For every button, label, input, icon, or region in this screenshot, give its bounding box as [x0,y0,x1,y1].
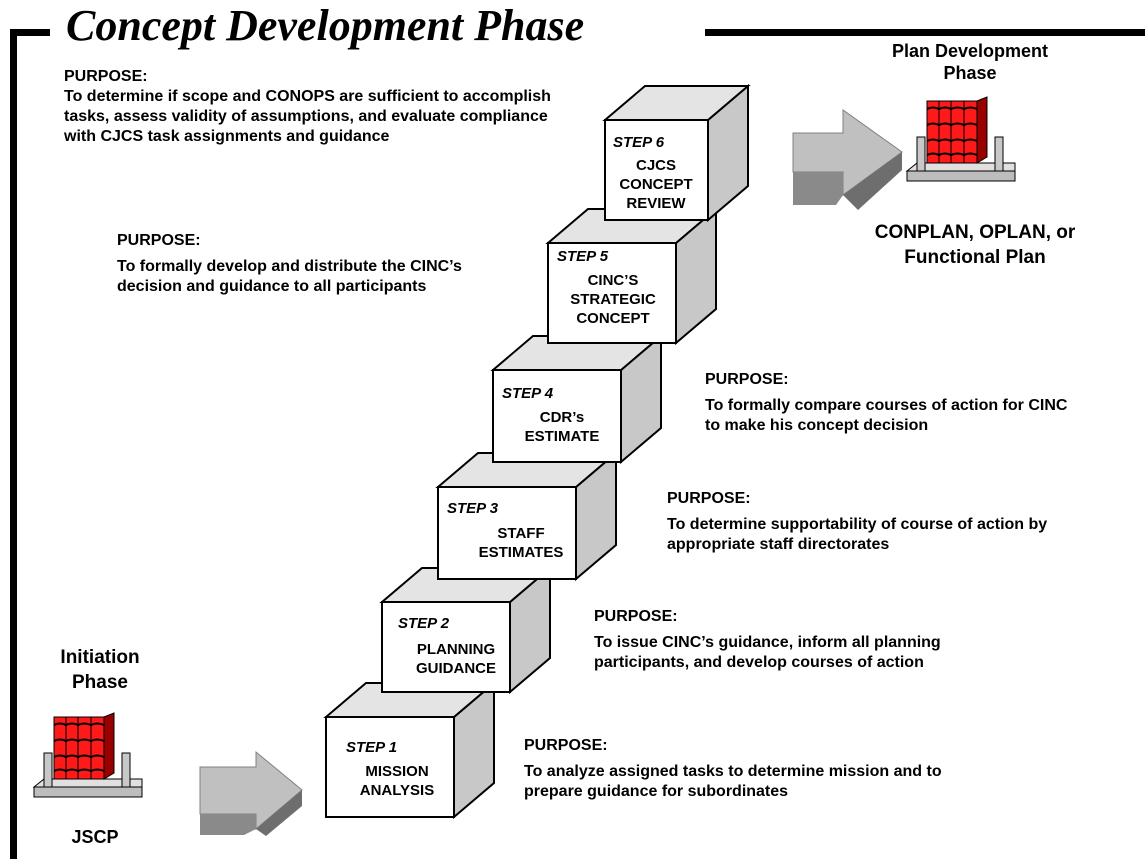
step-4-name: CDR’s ESTIMATE [524,409,600,445]
step-6-purpose-text: To determine if scope and CONOPS are suf… [64,88,551,145]
step-4-purpose-text: To formally compare courses of action fo… [705,397,1068,434]
frame-top-right-border [705,29,1145,36]
step-6-purpose: PURPOSE: To determine if scope and CONOP… [64,67,584,147]
step-6-name: CJCS CONCEPT REVIEW [619,157,693,212]
step-6-box [602,83,751,223]
initiation-phase-label: Initiation Phase [60,647,140,693]
step-3-purpose-text: To determine supportability of course of… [667,516,1048,553]
step-3-purpose: PURPOSE: To determine supportability of … [667,489,1067,555]
step-4-purpose-heading: PURPOSE: [705,371,789,388]
frame-top-left-border [10,29,50,36]
jscp-books-icon [33,712,143,798]
plan-development-arrow-icon [792,109,903,210]
step-1-name: MISSION ANALYSIS [359,763,435,799]
step-4-purpose: PURPOSE: To formally compare courses of … [705,370,1085,436]
step-3-name: STAFF ESTIMATES [478,525,564,561]
step-6-label: STEP 6 [613,134,665,151]
step-2-purpose: PURPOSE: To issue CINC’s guidance, infor… [594,607,1024,673]
step-2-name: PLANNING GUIDANCE [415,641,496,677]
step-3-box [435,450,619,582]
step-2-purpose-heading: PURPOSE: [594,608,678,625]
jscp-label: JSCP [71,827,119,847]
plan-types-label: CONPLAN, OPLAN, or Functional Plan [874,222,1076,268]
step-1-purpose-text: To analyze assigned tasks to determine m… [524,763,942,800]
step-5-name: CINC’S STRATEGIC CONCEPT [570,272,656,327]
step-boxes [323,83,751,820]
step-1-purpose-heading: PURPOSE: [524,737,608,754]
step-2-purpose-text: To issue CINC’s guidance, inform all pla… [594,634,941,671]
step-1-label: STEP 1 [346,739,398,756]
step-4-box [490,333,664,465]
initiation-arrow-icon [199,750,303,836]
step-5-label: STEP 5 [557,248,609,265]
frame-left-border [10,29,17,859]
plan-development-phase-label: Plan Development Phase [891,41,1049,83]
step-4-label: STEP 4 [502,385,554,402]
plan-books-icon [906,96,1016,182]
step-3-purpose-heading: PURPOSE: [667,490,751,507]
step-1-purpose: PURPOSE: To analyze assigned tasks to de… [524,736,964,802]
step-5-purpose: PURPOSE: To formally develop and distrib… [117,231,487,297]
step-6-purpose-heading: PURPOSE: [64,68,148,85]
step-1-box [323,680,497,820]
step-5-purpose-text: To formally develop and distribute the C… [117,258,462,295]
step-5-purpose-heading: PURPOSE: [117,232,201,249]
step-2-label: STEP 2 [398,615,450,632]
page-title: Concept Development Phase [66,1,585,50]
step-3-label: STEP 3 [447,500,499,517]
